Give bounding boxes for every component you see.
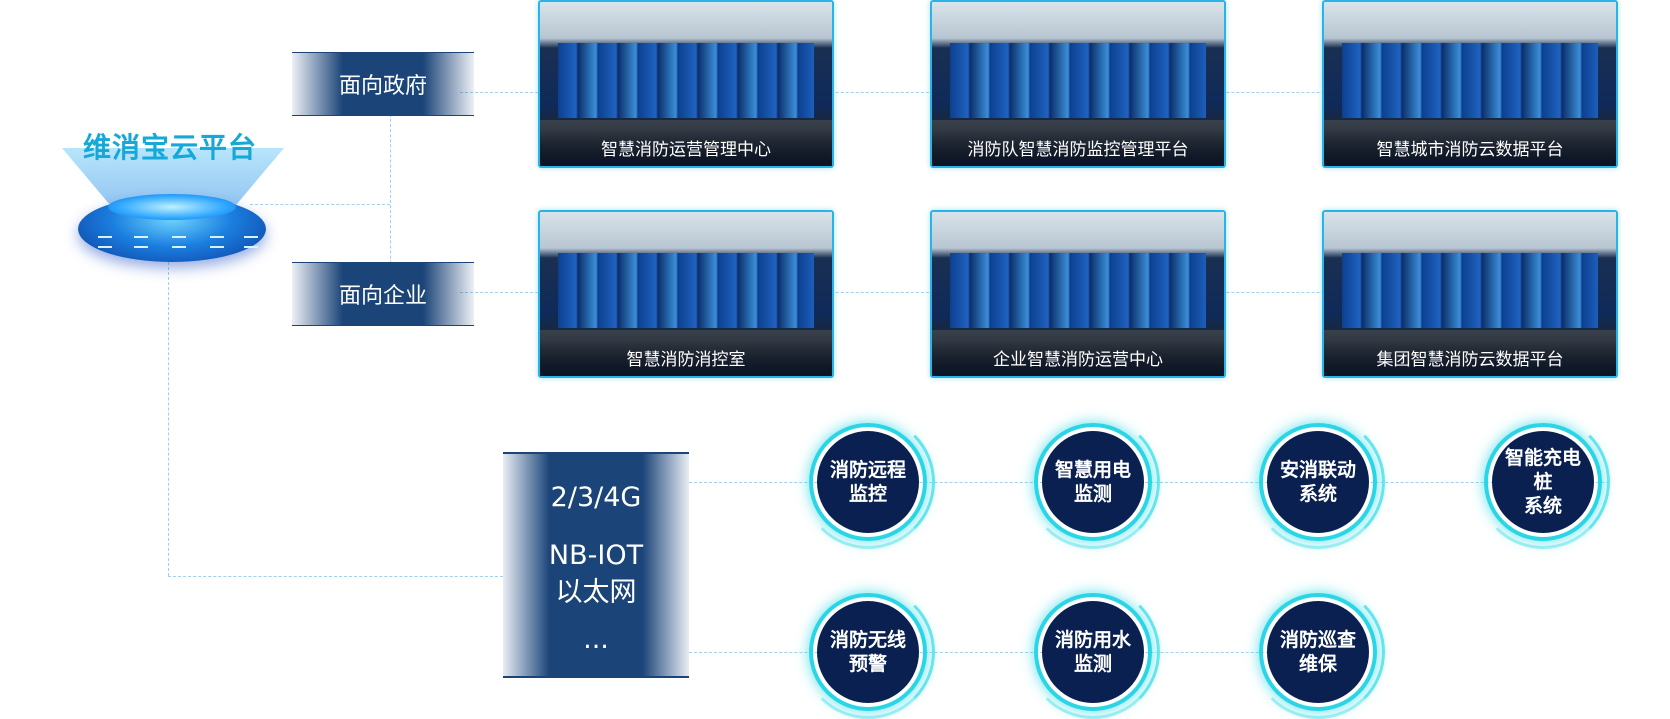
card-enterprise-ops-center: 企业智慧消防运营中心 (930, 210, 1226, 378)
node-label-line2: 维保 (1298, 653, 1337, 675)
card-ops-management-center: 智慧消防运营管理中心 (538, 0, 834, 168)
node-ring (1034, 423, 1152, 541)
node-ring (1034, 593, 1152, 711)
category-enterprise: 面向企业 (292, 262, 474, 326)
node-label: 消防远程监控 (817, 431, 919, 533)
platform-disc-mark (134, 236, 148, 248)
card-label: 智慧城市消防云数据平台 (1324, 130, 1616, 166)
node-ring (1259, 423, 1377, 541)
node-label-line1: 智能充电桩 (1504, 447, 1581, 493)
network-line-1: 2/3/4G (550, 482, 642, 513)
card-group-cloud-platform: 集团智慧消防云数据平台 (1322, 210, 1618, 378)
platform-disc-mark (98, 236, 112, 248)
node-ring (809, 423, 927, 541)
platform-disc-mark (210, 236, 224, 248)
node-arc (801, 415, 935, 549)
video-wall (949, 253, 1207, 329)
node-ring (1484, 423, 1602, 541)
node-label: 消防巡查维保 (1267, 601, 1369, 703)
card-fire-control-room: 智慧消防消控室 (538, 210, 834, 378)
video-wall (949, 43, 1207, 119)
node-label-line1: 消防远程 (829, 459, 906, 481)
node-label-line2: 系统 (1298, 483, 1337, 505)
node-label: 智慧用电监测 (1042, 431, 1144, 533)
platform-disc-mark (172, 236, 186, 248)
video-wall (557, 43, 815, 119)
node-label-line1: 智慧用电 (1054, 459, 1131, 481)
connector-network (168, 576, 503, 577)
node-security-linkage: 安消联动系统 (1251, 415, 1385, 549)
node-label-line2: 系统 (1523, 495, 1562, 517)
node-label-line1: 消防巡查 (1279, 629, 1356, 651)
node-label-line1: 安消联动 (1279, 459, 1356, 481)
node-water-monitoring: 消防用水监测 (1026, 585, 1160, 719)
node-remote-monitoring: 消防远程监控 (801, 415, 935, 549)
platform-title: 维消宝云平台 (82, 131, 257, 164)
node-ring (809, 593, 927, 711)
node-label: 安消联动系统 (1267, 431, 1369, 533)
card-fire-brigade-platform: 消防队智慧消防监控管理平台 (930, 0, 1226, 168)
connector-trunk (390, 114, 391, 294)
node-label-line2: 监测 (1073, 483, 1112, 505)
node-ring (1259, 593, 1377, 711)
node-arc (1476, 415, 1610, 549)
card-label: 集团智慧消防云数据平台 (1324, 340, 1616, 376)
node-smart-electricity: 智慧用电监测 (1026, 415, 1160, 549)
network-line-4: ... (583, 624, 609, 655)
platform-disc-top (108, 194, 236, 220)
card-label: 智慧消防运营管理中心 (540, 130, 832, 166)
node-label: 消防无线预警 (817, 601, 919, 703)
network-line-2: NB-IOT (548, 540, 644, 571)
node-label: 消防用水监测 (1042, 601, 1144, 703)
connector-platform-down (168, 262, 169, 576)
category-government: 面向政府 (292, 52, 474, 116)
video-wall (1341, 43, 1599, 119)
node-label-line1: 消防无线 (829, 629, 906, 651)
network-panel: 2/3/4G NB-IOT 以太网 ... (503, 452, 689, 678)
node-wireless-alarm: 消防无线预警 (801, 585, 935, 719)
network-line-3: 以太网 (555, 577, 637, 608)
card-label: 企业智慧消防运营中心 (932, 340, 1224, 376)
node-label: 智能充电桩系统 (1492, 431, 1594, 533)
node-patrol-maintenance: 消防巡查维保 (1251, 585, 1385, 719)
platform-disc-mark (244, 236, 258, 248)
card-label: 消防队智慧消防监控管理平台 (932, 130, 1224, 166)
node-label-line2: 监控 (848, 483, 887, 505)
node-charging-pile: 智能充电桩系统 (1476, 415, 1610, 549)
connector-nodes-row2 (689, 652, 1329, 653)
video-wall (1341, 253, 1599, 329)
node-arc (1251, 415, 1385, 549)
node-arc (1026, 415, 1160, 549)
node-label-line2: 监测 (1073, 653, 1112, 675)
video-wall (557, 253, 815, 329)
connector-platform (250, 204, 390, 205)
card-label: 智慧消防消控室 (540, 340, 832, 376)
card-city-cloud-platform: 智慧城市消防云数据平台 (1322, 0, 1618, 168)
node-label-line1: 消防用水 (1054, 629, 1131, 651)
node-label-line2: 预警 (848, 653, 887, 675)
